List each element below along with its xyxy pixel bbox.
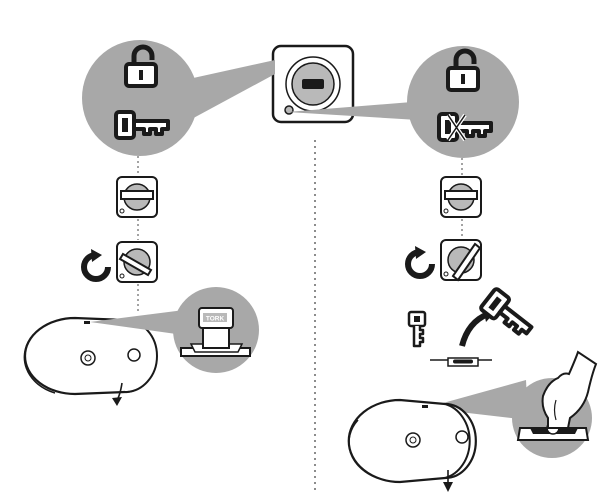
push-button-icon: TORK	[180, 307, 251, 357]
left-callout-bubble	[82, 40, 198, 156]
turn-arrow-icon	[84, 249, 108, 279]
finger-press-icon	[541, 350, 598, 429]
brand-label: TORK	[206, 316, 225, 323]
right-callout-pointer	[287, 102, 418, 120]
key-icon	[477, 286, 539, 343]
lock-panel	[271, 44, 355, 124]
key-insert-slot-icon	[430, 357, 492, 367]
lock-cylinder-icon	[440, 176, 482, 218]
lock-cylinder-turned-icon	[116, 241, 158, 283]
lock-cylinder-icon	[116, 176, 158, 218]
dispenser-icon	[23, 316, 158, 406]
dispenser-icon	[347, 398, 477, 492]
right-callout-bubble	[407, 46, 519, 158]
small-key-icon	[407, 310, 427, 348]
lock-cylinder-turned-icon	[440, 239, 482, 282]
turn-arrow-icon	[408, 246, 432, 276]
crossed-key-icon	[437, 112, 493, 142]
